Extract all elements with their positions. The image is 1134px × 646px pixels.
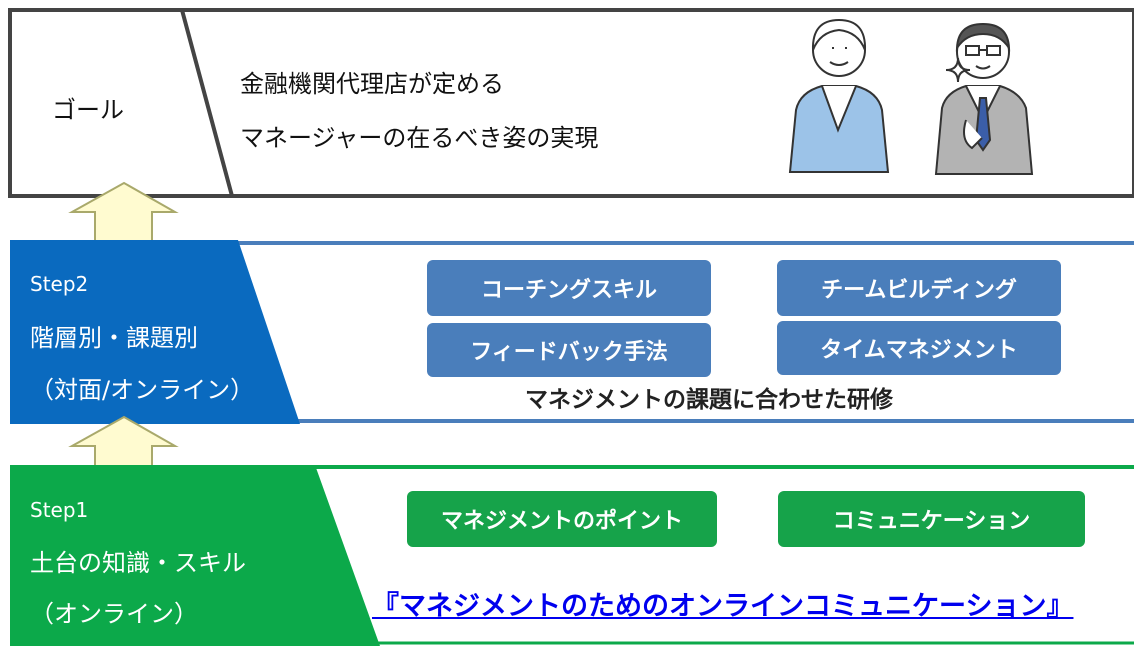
step2-line-2: （対面/オンライン） bbox=[30, 376, 255, 404]
step1-panel bbox=[10, 465, 380, 646]
step2-panel bbox=[10, 240, 300, 424]
goal-line-2: マネージャーの在るべき姿の実現 bbox=[240, 124, 599, 152]
step1-line-1: 土台の知識・スキル bbox=[30, 549, 246, 577]
step2-caption: マネジメントの課題に合わせた研修 bbox=[525, 387, 893, 413]
pill-feedback-method: フィードバック手法 bbox=[427, 323, 711, 377]
step1-title: Step1 bbox=[30, 498, 89, 522]
pill-team-building: チームビルディング bbox=[777, 260, 1061, 316]
pill-coaching-skill: コーチングスキル bbox=[427, 260, 711, 316]
goal-divider bbox=[180, 9, 234, 197]
goal-line-1: 金融機関代理店が定める bbox=[240, 70, 504, 98]
pill-time-management: タイムマネジメント bbox=[777, 321, 1061, 375]
goal-label: ゴール bbox=[52, 96, 124, 124]
sparkle-icon bbox=[945, 57, 971, 83]
businessman-person-icon bbox=[934, 22, 1034, 175]
step2-line-1: 階層別・課題別 bbox=[30, 324, 198, 352]
step1-line-2: （オンライン） bbox=[30, 600, 198, 628]
step2-title: Step2 bbox=[30, 272, 89, 296]
pill-management-points: マネジメントのポイント bbox=[407, 491, 717, 547]
online-communication-link[interactable]: 『マネジメントのためのオンラインコミュニケーション』 bbox=[372, 591, 1074, 622]
woman-person-icon bbox=[788, 18, 890, 173]
pill-communication: コミュニケーション bbox=[778, 491, 1085, 547]
